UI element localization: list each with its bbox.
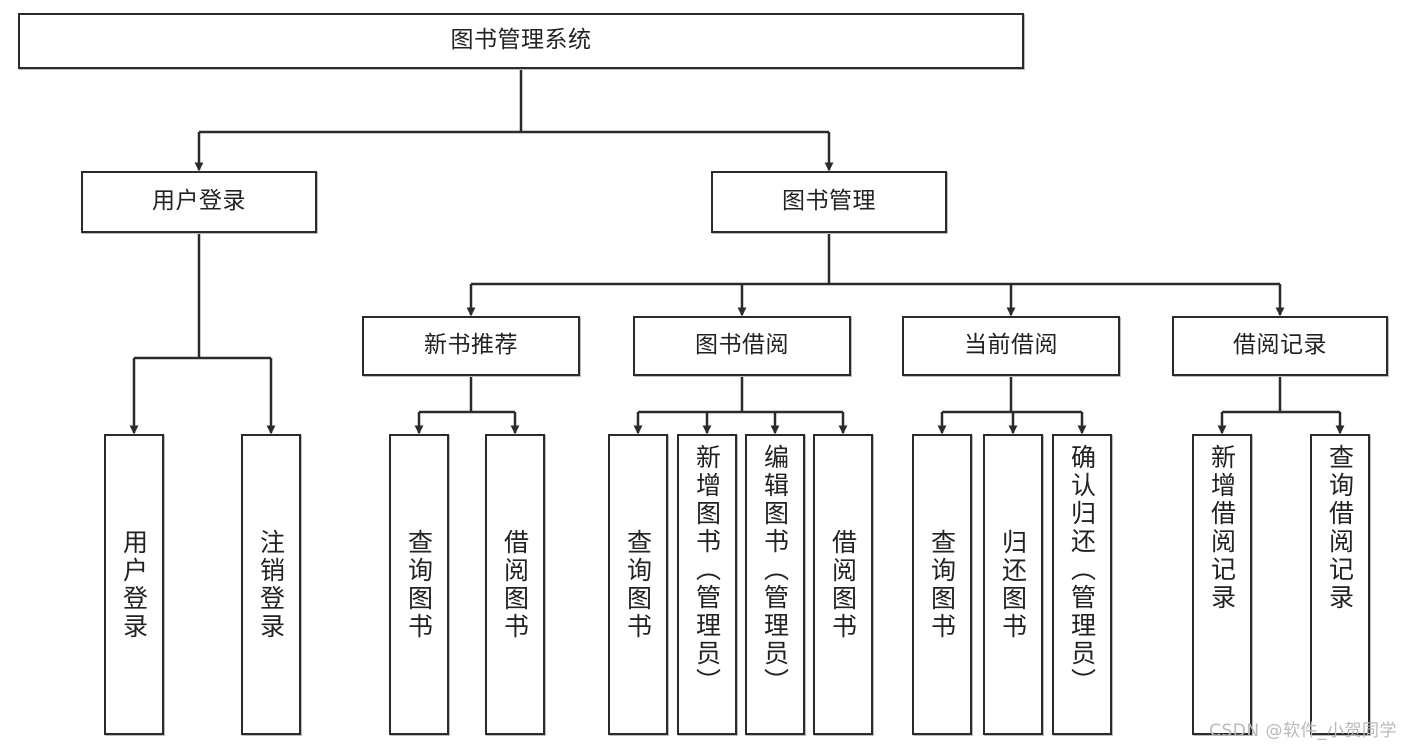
node-leaf-borrow-book-1-label: 借阅图书 [500, 528, 530, 641]
node-leaf-query-book-2[interactable]: 查询图书 [608, 434, 668, 735]
node-leaf-query-book-1-label: 查询图书 [404, 528, 434, 641]
node-leaf-user-logout[interactable]: 注销登录 [241, 434, 301, 735]
node-leaf-query-record-label: 查询借阅记录 [1325, 444, 1355, 612]
node-leaf-borrow-book-2[interactable]: 借阅图书 [813, 434, 873, 735]
node-leaf-borrow-book-2-label: 借阅图书 [828, 528, 858, 641]
node-root[interactable]: 图书管理系统 [18, 13, 1024, 69]
node-leaf-borrow-book-1[interactable]: 借阅图书 [485, 434, 545, 735]
node-new-book-recommend-label: 新书推荐 [424, 332, 518, 359]
node-current-borrow-label: 当前借阅 [964, 332, 1058, 359]
node-user-login[interactable]: 用户登录 [81, 171, 317, 233]
node-leaf-add-record[interactable]: 新增借阅记录 [1192, 434, 1252, 735]
node-book-management[interactable]: 图书管理 [711, 171, 947, 233]
node-leaf-query-book-1[interactable]: 查询图书 [389, 434, 449, 735]
node-leaf-query-book-3-label: 查询图书 [927, 528, 957, 641]
node-leaf-user-logout-label: 注销登录 [256, 528, 286, 641]
node-leaf-add-record-label: 新增借阅记录 [1207, 444, 1237, 612]
node-leaf-confirm-return[interactable]: 确认归还（管理员） [1052, 434, 1112, 735]
node-leaf-edit-book-label: 编辑图书（管理员） [760, 444, 790, 696]
node-borrow-record[interactable]: 借阅记录 [1172, 316, 1388, 376]
node-leaf-query-book-2-label: 查询图书 [623, 528, 653, 641]
node-new-book-recommend[interactable]: 新书推荐 [362, 316, 580, 376]
node-leaf-return-book-label: 归还图书 [998, 528, 1028, 641]
node-root-label: 图书管理系统 [450, 27, 592, 54]
node-leaf-edit-book[interactable]: 编辑图书（管理员） [745, 434, 805, 735]
node-leaf-add-book[interactable]: 新增图书（管理员） [677, 434, 737, 735]
node-leaf-add-book-label: 新增图书（管理员） [692, 444, 722, 696]
node-leaf-confirm-return-label: 确认归还（管理员） [1067, 444, 1097, 696]
node-leaf-query-record[interactable]: 查询借阅记录 [1310, 434, 1370, 735]
node-borrow-record-label: 借阅记录 [1233, 332, 1327, 359]
node-leaf-query-book-3[interactable]: 查询图书 [912, 434, 972, 735]
watermark-text: CSDN @软件_小贺同学 [1209, 721, 1397, 741]
node-leaf-user-login-label: 用户登录 [119, 528, 149, 641]
node-book-management-label: 图书管理 [782, 188, 876, 215]
node-current-borrow[interactable]: 当前借阅 [902, 316, 1120, 376]
node-user-login-label: 用户登录 [152, 188, 246, 215]
node-leaf-return-book[interactable]: 归还图书 [983, 434, 1043, 735]
node-book-borrow[interactable]: 图书借阅 [633, 316, 851, 376]
node-book-borrow-label: 图书借阅 [695, 332, 789, 359]
node-leaf-user-login[interactable]: 用户登录 [104, 434, 164, 735]
